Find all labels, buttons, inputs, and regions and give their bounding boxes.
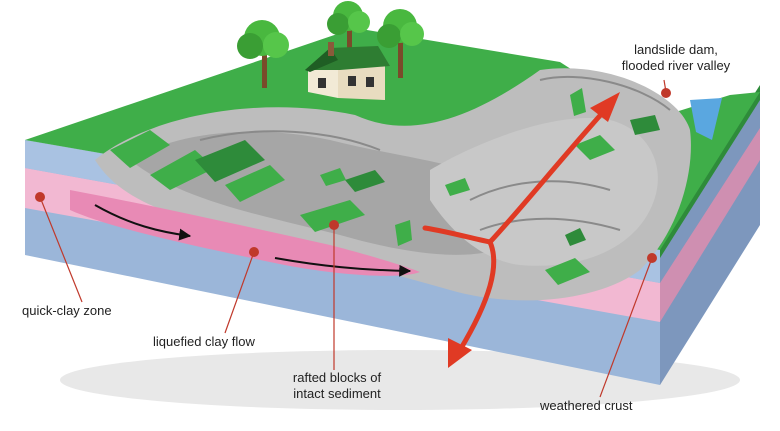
rafted-block [565, 228, 586, 246]
rafted-block [195, 140, 265, 182]
leader-lines [35, 79, 671, 398]
leader-dot [647, 253, 657, 263]
rafted-block [345, 170, 385, 192]
tree-icon [237, 20, 289, 88]
house-icon [305, 42, 390, 100]
tree-icon [327, 1, 370, 56]
side-clay [660, 128, 760, 322]
rafted-block [575, 135, 615, 160]
label-weathered-crust: weathered crust [540, 398, 633, 413]
rafted-block [630, 115, 660, 135]
flooded-river [690, 98, 722, 140]
rafted-block [395, 220, 412, 246]
leader-dot [661, 88, 671, 98]
rafted-block [445, 178, 470, 196]
flow-arrow [94, 204, 192, 241]
tree-icon [377, 9, 424, 78]
rafted-block [545, 258, 590, 285]
rafted-block [225, 165, 285, 202]
label-quick-clay-zone: quick-clay zone [22, 303, 112, 318]
liquefied-clay-front [70, 190, 420, 276]
rafted-block [300, 200, 365, 232]
rafted-block [320, 168, 346, 186]
leader-dot [35, 192, 45, 202]
leader-dot [329, 220, 339, 230]
rafted-blocks [110, 88, 660, 285]
label-liquefied-clay-flow: liquefied clay flow [153, 334, 255, 349]
rafted-block [110, 130, 170, 168]
flow-arrow [274, 257, 412, 277]
label-rafted-blocks: rafted blocks of intact sediment [292, 370, 382, 401]
label-landslide-dam: landslide dam, flooded river valley [621, 42, 731, 73]
leader-dot [249, 247, 259, 257]
rafted-block [570, 88, 586, 116]
debris-movement-arrows [422, 92, 620, 368]
